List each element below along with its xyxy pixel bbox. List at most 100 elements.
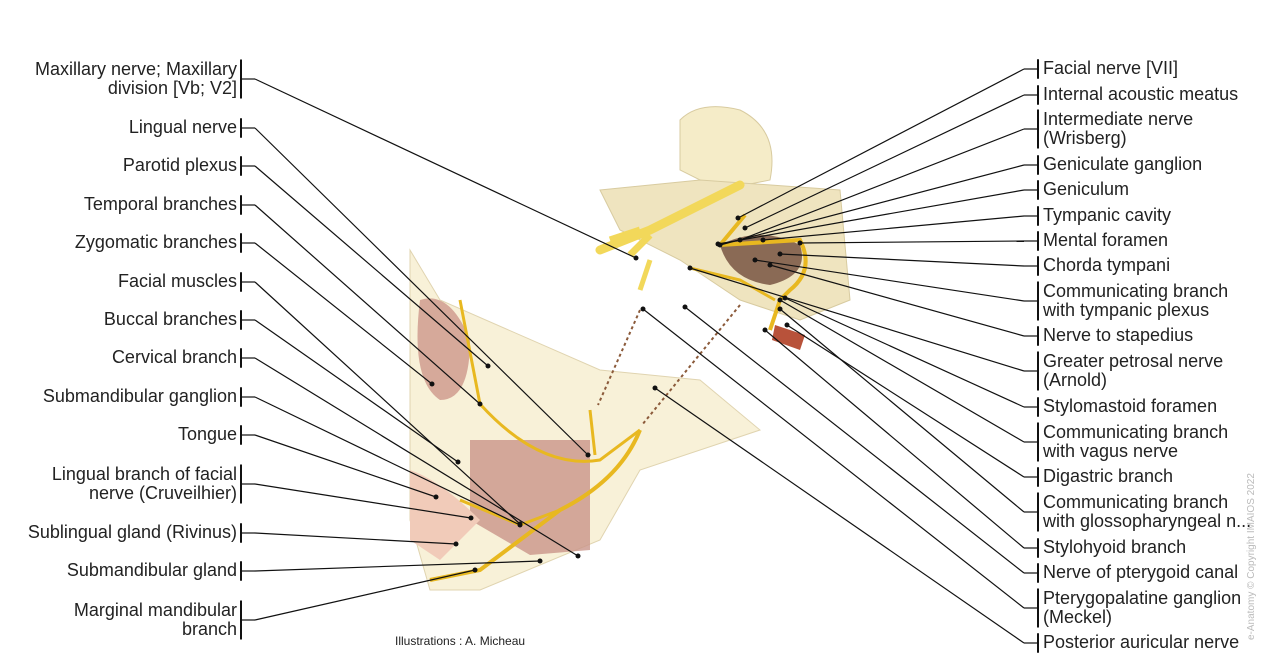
leader-line — [737, 68, 1025, 219]
label-line: (Wrisberg) — [1043, 128, 1127, 148]
leader-endpoint — [477, 401, 483, 407]
label-line: Marginal mandibular — [73, 599, 237, 620]
leader-endpoint — [687, 265, 693, 271]
label-line: Facial nerve [VII] — [1043, 58, 1179, 79]
illustration-credit: Illustrations : A. Micheau — [395, 634, 526, 648]
left-label: Sublingual gland (Rivinus) — [28, 523, 237, 543]
leader-line — [254, 357, 579, 557]
label-line: Sublingual gland (Rivinus) — [27, 522, 237, 543]
leader-line — [784, 297, 1025, 408]
leader-line — [642, 308, 1025, 609]
leader-endpoint — [575, 553, 581, 559]
leader-endpoint — [517, 522, 523, 528]
leader-line — [684, 306, 1025, 574]
leader-endpoint — [485, 363, 491, 369]
leader-line — [764, 329, 1025, 549]
leader-endpoint — [455, 459, 461, 465]
left-label: Cervical branch — [112, 348, 237, 368]
label-line: branch — [181, 619, 237, 639]
left-label: Temporal branches — [84, 195, 237, 215]
leader-endpoint — [752, 257, 758, 263]
label-line: Buccal branches — [103, 309, 237, 330]
leader-line — [769, 264, 1025, 337]
leader-endpoint — [715, 241, 721, 247]
leader-line — [254, 483, 472, 519]
right-label: Tympanic cavity — [1043, 206, 1171, 226]
leader-endpoint — [784, 322, 790, 328]
leader-endpoint — [633, 255, 639, 261]
label-line: Submandibular gland — [66, 560, 237, 581]
right-label: Greater petrosal nerve(Arnold) — [1043, 351, 1223, 391]
leader-endpoint — [585, 452, 591, 458]
label-line: Stylohyoid branch — [1043, 537, 1187, 558]
left-label: Facial muscles — [118, 272, 237, 292]
left-label: Zygomatic branches — [75, 233, 237, 253]
label-line: (Meckel) — [1043, 607, 1113, 627]
label-line: Intermediate nerve — [1043, 108, 1194, 129]
right-label: Stylohyoid branch — [1043, 538, 1186, 558]
label-line: Communicating branch — [1043, 280, 1229, 301]
right-label: Internal acoustic meatus — [1043, 85, 1238, 105]
leader-line — [719, 164, 1025, 246]
label-line: with glossopharyngeal n... — [1043, 511, 1252, 531]
label-line: Pterygopalatine ganglion — [1043, 587, 1242, 608]
right-label: Pterygopalatine ganglion(Meckel) — [1043, 587, 1242, 628]
leader-line — [254, 569, 476, 621]
leader-lines — [240, 59, 1039, 653]
label-line: Lingual branch of facial — [51, 463, 237, 484]
leader-line — [717, 189, 1025, 245]
leader-endpoint — [640, 306, 646, 312]
left-label: Buccal branches — [104, 310, 237, 330]
label-line: Communicating branch — [1043, 491, 1229, 512]
right-label: Mental foramen — [1043, 231, 1168, 251]
left-label: Submandibular ganglion — [43, 387, 237, 407]
leader-endpoint — [652, 385, 658, 391]
label-line: Nerve of pterygoid canal — [1043, 562, 1239, 583]
leader-line — [254, 165, 489, 367]
leader-endpoint — [537, 558, 543, 564]
leader-endpoint — [762, 327, 768, 333]
right-label: Posterior auricular nerve — [1043, 633, 1239, 653]
label-line: Facial muscles — [117, 271, 237, 292]
leader-endpoint — [760, 237, 766, 243]
leader-line — [689, 267, 1025, 372]
leader-line — [254, 532, 457, 545]
label-line: Parotid plexus — [122, 155, 237, 176]
leader-endpoint — [433, 494, 439, 500]
leader-endpoint — [468, 515, 474, 521]
label-line: Posterior auricular nerve — [1043, 632, 1240, 653]
label-line: with vagus nerve — [1043, 441, 1179, 461]
label-line: Chorda tympani — [1043, 255, 1171, 276]
leader-line — [786, 324, 1025, 478]
leader-endpoint — [782, 295, 788, 301]
label-line: Tympanic cavity — [1043, 205, 1172, 226]
leader-endpoint — [797, 240, 803, 246]
leader-line — [254, 434, 437, 498]
leader-line — [254, 78, 637, 259]
label-line: Internal acoustic meatus — [1043, 84, 1239, 105]
leader-endpoint — [472, 567, 478, 573]
leader-endpoint — [453, 541, 459, 547]
leader-line — [779, 253, 1025, 267]
label-line: Stylomastoid foramen — [1043, 396, 1218, 417]
right-label: Digastric branch — [1043, 467, 1173, 487]
leader-line — [254, 127, 589, 456]
left-label: Parotid plexus — [123, 156, 237, 176]
leader-line — [739, 128, 1025, 241]
leader-line — [799, 240, 1025, 244]
label-line: Tongue — [177, 424, 237, 445]
label-line: nerve (Cruveilhier) — [88, 483, 237, 503]
leader-endpoint — [429, 381, 435, 387]
label-line: Maxillary nerve; Maxillary — [34, 58, 237, 79]
right-label: Nerve of pterygoid canal — [1043, 563, 1238, 583]
right-label: Intermediate nerve(Wrisberg) — [1043, 108, 1194, 149]
label-line: Communicating branch — [1043, 421, 1229, 442]
label-line: Geniculum — [1043, 179, 1130, 200]
leader-line — [754, 259, 1025, 302]
label-line: (Arnold) — [1043, 370, 1108, 390]
label-line: Cervical branch — [111, 347, 237, 368]
